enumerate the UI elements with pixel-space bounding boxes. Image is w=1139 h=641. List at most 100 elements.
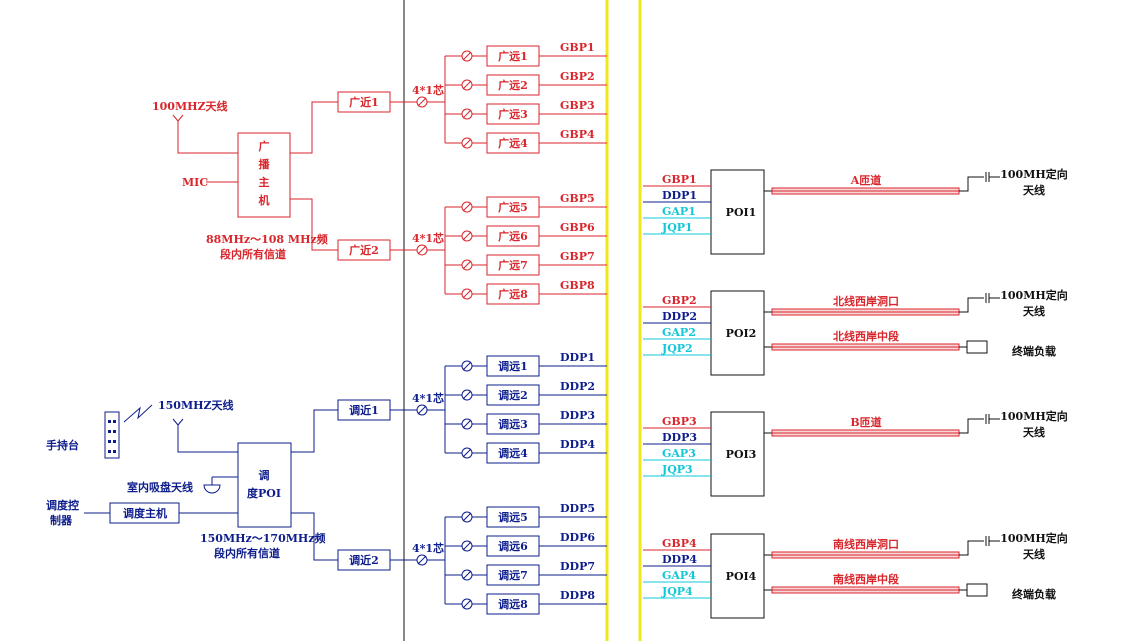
walkie-talkie-key	[108, 450, 111, 453]
broadcast-core-label: 4*1芯	[412, 231, 444, 245]
broadcast-remote-label: 广远1	[498, 49, 528, 63]
indoor-antenna-label: 室内吸盘天线	[127, 480, 193, 494]
broadcast-near-label: 广近1	[349, 95, 379, 109]
splitter-slash	[462, 231, 472, 241]
broadcast-signal-label: GBP4	[560, 128, 595, 141]
poi-input-label: JQP1	[661, 221, 693, 234]
dispatch-signal-label: DDP5	[560, 502, 595, 515]
antenna-end-label: 天线	[1023, 425, 1045, 439]
splitter-slash	[462, 448, 472, 458]
leaky-cable-label: 北线西岸中段	[833, 329, 899, 343]
wireless-signal-icon	[123, 404, 153, 423]
poi-label: POI4	[726, 570, 757, 583]
dispatch-remote-label: 调远4	[498, 446, 528, 460]
connector-line	[959, 176, 984, 192]
terminal-load-label: 终端负载	[1012, 344, 1056, 358]
splitter-slash	[462, 260, 472, 270]
splitter-slash	[462, 361, 472, 371]
poi-input-label: GAP3	[662, 447, 696, 460]
dispatch-remote-label: 调远3	[498, 417, 528, 431]
broadcast-band-note: 88MHz～108 MHz频	[206, 232, 328, 246]
poi-label: POI2	[726, 327, 757, 340]
poi-box-2	[710, 290, 765, 376]
dispatch-host-label: 调度主机	[123, 506, 167, 520]
dispatch-poi-box	[237, 442, 292, 528]
dispatch-remote-label: 调远1	[498, 359, 528, 373]
connector-line	[959, 418, 984, 434]
dispatch-core-label: 4*1芯	[412, 391, 444, 405]
poi-box-3	[710, 411, 765, 497]
broadcast-host-box	[237, 132, 291, 218]
antenna-end-label: 100MH定向	[1000, 531, 1068, 545]
dispatch-remote-label: 调远8	[498, 597, 528, 611]
leaky-cable-label: 北线西岸洞口	[833, 294, 899, 308]
walkie-talkie-key	[113, 450, 116, 453]
poi-input-label: DDP3	[662, 431, 697, 444]
broadcast-near-label: 广近2	[349, 243, 379, 257]
antenna-end-label: 100MH定向	[1000, 167, 1068, 181]
splitter-slash	[462, 541, 472, 551]
controller-label: 调度控	[46, 498, 79, 512]
dispatch-near-label: 调近1	[349, 403, 379, 417]
broadcast-remote-label: 广远3	[498, 107, 528, 121]
leaky-cable-label: B匝道	[850, 415, 881, 429]
broadcast-host-char: 主	[259, 175, 270, 189]
dispatch-poi-char: 调	[259, 468, 270, 482]
dispatch-band-note: 段内所有信道	[214, 546, 280, 560]
walkie-talkie-icon	[104, 411, 120, 459]
dispatch-near-label: 调近2	[349, 553, 379, 567]
terminal-load-icon	[966, 340, 988, 354]
broadcast-signal-label: GBP7	[560, 250, 595, 263]
walkie-talkie-key	[113, 440, 116, 443]
broadcast-signal-label: GBP3	[560, 99, 595, 112]
dispatch-signal-label: DDP4	[560, 438, 595, 451]
walkie-talkie-key	[113, 430, 116, 433]
poi-input-label: DDP4	[662, 553, 697, 566]
splitter-slash	[462, 390, 472, 400]
terminal-load-label: 终端负载	[1012, 587, 1056, 601]
broadcast-core-label: 4*1芯	[412, 83, 444, 97]
dispatch-poi-char: 度POI	[247, 486, 281, 500]
dispatch-signal-label: DDP2	[560, 380, 595, 393]
broadcast-remote-label: 广远7	[498, 258, 528, 272]
dispatch-signal-label: DDP1	[560, 351, 595, 364]
splitter-slash	[462, 51, 472, 61]
poi-input-label: GBP2	[662, 294, 697, 307]
poi-input-label: GBP3	[662, 415, 697, 428]
antenna-end-label: 天线	[1023, 547, 1045, 561]
dispatch-band-note: 150MHz～170MHz频	[200, 531, 326, 545]
splitter-slash	[462, 570, 472, 580]
dispatch-signal-label: DDP3	[560, 409, 595, 422]
antenna-end-label: 天线	[1023, 183, 1045, 197]
broadcast-remote-label: 广远8	[498, 287, 528, 301]
splitter-slash	[462, 109, 472, 119]
poi-box-1	[710, 169, 765, 255]
broadcast-signal-label: GBP6	[560, 221, 595, 234]
dispatch-core-label: 4*1芯	[412, 541, 444, 555]
poi-label: POI1	[726, 206, 757, 219]
antenna-arm	[172, 418, 179, 426]
broadcast-signal-label: GBP1	[560, 41, 595, 54]
splitter-slash	[462, 599, 472, 609]
splitter-slash	[462, 202, 472, 212]
antenna-end-label: 天线	[1023, 304, 1045, 318]
walkie-talkie-key	[108, 430, 111, 433]
poi-input-label: JQP4	[661, 585, 693, 598]
connector-line	[177, 135, 238, 154]
dispatch-antenna-label: 150MHZ天线	[158, 398, 234, 412]
splitter-slash	[462, 419, 472, 429]
broadcast-host-char: 播	[259, 157, 271, 171]
dish-antenna-icon	[203, 484, 221, 494]
antenna-end-label: 100MH定向	[1000, 288, 1068, 302]
dispatch-remote-label: 调远2	[498, 388, 528, 402]
broadcast-antenna-label: 100MHZ天线	[152, 99, 228, 113]
poi-input-label: GAP1	[662, 205, 696, 218]
poi-input-label: DDP2	[662, 310, 697, 323]
walkie-talkie-key	[113, 420, 116, 423]
dispatch-remote-label: 调远7	[498, 568, 528, 582]
dispatch-signal-label: DDP8	[560, 589, 595, 602]
dispatch-signal-label: DDP6	[560, 531, 595, 544]
handheld-label: 手持台	[46, 438, 79, 452]
poi-input-label: JQP2	[661, 342, 693, 355]
